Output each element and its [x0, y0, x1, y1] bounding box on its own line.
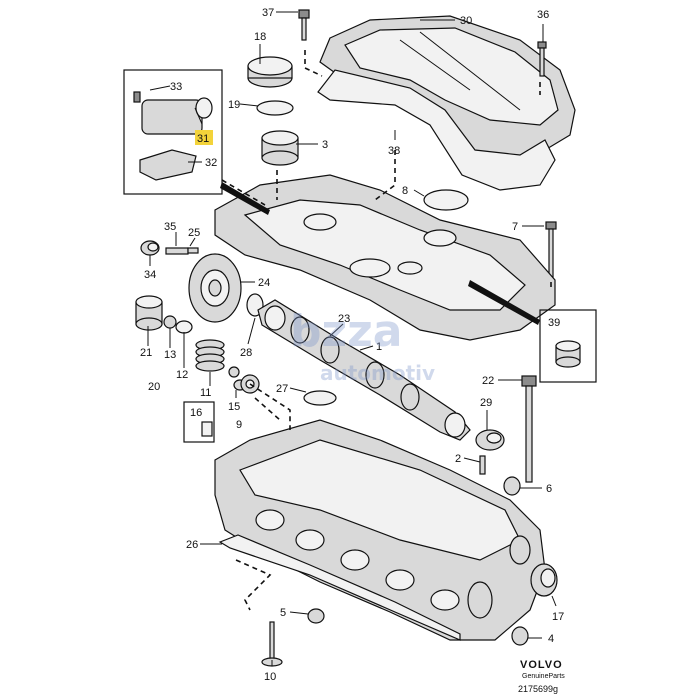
bolt-37-part	[298, 9, 310, 41]
leader-lines	[147, 11, 557, 666]
watermark: bzza automotiv	[290, 306, 435, 385]
callout-13: 13	[164, 349, 176, 361]
assembly-line-spring	[254, 397, 281, 421]
callout-11: 11	[200, 387, 211, 399]
callout-19: 19	[228, 99, 240, 111]
callout-31-highlight	[195, 130, 213, 145]
callout-16: 16	[190, 407, 202, 419]
brand-tagline: GenuineParts	[522, 673, 565, 680]
solenoid-connector-strip	[220, 182, 270, 215]
callout-30: 30	[460, 15, 472, 27]
callout-6: 6	[546, 483, 552, 495]
callout-23: 23	[338, 313, 350, 325]
callout-4: 4	[548, 633, 554, 645]
watermark-subtitle: automotiv	[320, 361, 435, 385]
callout-5: 5	[280, 607, 286, 619]
callout-9: 9	[236, 419, 242, 431]
callout-2: 2	[455, 453, 461, 465]
head-gasket-26-part	[218, 534, 461, 641]
callout-25: 25	[188, 227, 200, 239]
assembly-line-cover-front	[374, 150, 396, 201]
callout-36: 36	[537, 9, 549, 21]
callout-20: 20	[148, 381, 160, 393]
callout-8: 8	[402, 185, 408, 197]
callout-7: 7	[512, 221, 518, 233]
inset-39-frame	[539, 309, 597, 383]
solenoid-valve-part	[133, 91, 213, 135]
callout-27: 27	[276, 383, 288, 395]
callout-12: 12	[176, 369, 188, 381]
valve-spring-part	[195, 339, 225, 372]
head-bolt-22-part	[521, 375, 537, 483]
callout-3: 3	[322, 139, 328, 151]
solenoid-gasket-part	[139, 149, 197, 181]
valve-cover-gasket-part	[317, 69, 556, 191]
callout-37: 37	[262, 7, 274, 19]
callout-15: 15	[228, 401, 240, 413]
seal-29-part	[475, 429, 505, 451]
callout-28: 28	[240, 347, 252, 359]
callout-33: 33	[170, 81, 182, 93]
callout-31: 31	[197, 133, 209, 145]
callout-1: 1	[376, 341, 382, 353]
o-ring-27-part	[303, 390, 337, 406]
pin-25-part	[187, 247, 199, 254]
bolt-35-part	[165, 247, 189, 255]
brand-block: VOLVO GenuineParts 2175699g	[518, 659, 565, 694]
cap-12-part	[175, 320, 193, 334]
callout-32: 32	[205, 157, 217, 169]
seal-ring-19-part	[256, 100, 294, 116]
seal-34-part	[140, 240, 160, 256]
bolt-36-part	[537, 41, 547, 77]
inset-16-frame	[183, 401, 215, 443]
callout-34: 34	[144, 269, 156, 281]
callout-18: 18	[254, 31, 266, 43]
plug-17-part	[530, 563, 558, 597]
grommet-39-part	[555, 340, 581, 368]
valve-10-part	[261, 621, 283, 667]
seal-3-part	[261, 130, 299, 166]
callout-39: 39	[548, 317, 560, 329]
pin-2-part	[479, 455, 486, 475]
valve-cover-part	[319, 15, 576, 186]
callout-24: 24	[258, 277, 270, 289]
watermark-logo: bzza	[290, 306, 402, 357]
oil-filler-cap-part	[247, 56, 293, 88]
seal-5-part	[307, 608, 325, 624]
plug-4-part	[511, 626, 529, 646]
bolt-7-part	[545, 221, 557, 280]
callout-17: 17	[552, 611, 564, 623]
assembly-line-cover	[304, 50, 323, 77]
camshaft-sprocket-part	[188, 253, 242, 323]
callout-29: 29	[480, 397, 492, 409]
assembly-line-head	[235, 559, 272, 611]
bushing-6-part	[503, 476, 521, 496]
retainer-13-part	[163, 315, 177, 329]
grommet-connector-strip	[468, 280, 540, 325]
brand-name: VOLVO	[520, 659, 563, 671]
callout-22: 22	[482, 375, 494, 387]
solenoid-inset-frame	[123, 69, 223, 195]
tappet-21-part	[135, 295, 163, 331]
callout-labels: 37 30 36 18 33 19 31 3 32 38 8 7 35 25 2…	[140, 7, 564, 683]
callout-10: 10	[264, 671, 276, 683]
diagram-code: 2175699g	[518, 684, 558, 694]
plug-8-part	[423, 189, 469, 211]
callout-35: 35	[164, 221, 176, 233]
callout-21: 21	[140, 347, 152, 359]
assembly-line-camshaft	[249, 383, 291, 430]
pin-16-part	[201, 421, 213, 437]
callout-26: 26	[186, 539, 198, 551]
callout-38: 38	[388, 145, 400, 157]
seal-14-part	[228, 366, 240, 378]
